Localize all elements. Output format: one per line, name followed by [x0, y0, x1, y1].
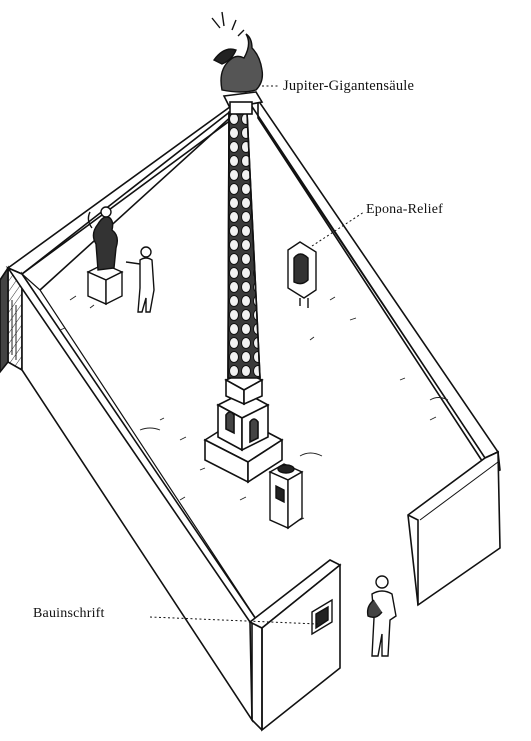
- jupiter-statue: [211, 11, 264, 93]
- leader-lines: [149, 85, 365, 625]
- leader-bauinschrift: [149, 616, 319, 625]
- inscription-plaque: [311, 598, 333, 636]
- ground-texture: [59, 295, 449, 521]
- inscription-label: Bauinschrift: [33, 606, 105, 621]
- left-statue: [86, 206, 124, 306]
- epona-relief: [287, 241, 317, 308]
- leader-epona: [311, 211, 365, 247]
- person-entrance: [366, 575, 397, 657]
- epona-relief-label: Epona-Relief: [366, 202, 444, 217]
- left-wall: [0, 265, 342, 732]
- person-left: [125, 246, 155, 313]
- right-wall: [243, 94, 501, 607]
- back-wall: [6, 95, 260, 291]
- jupiter-column-label: Jupiter-Gigantensäule: [283, 78, 415, 94]
- altar: [268, 463, 304, 530]
- jupiter-column: [203, 91, 284, 484]
